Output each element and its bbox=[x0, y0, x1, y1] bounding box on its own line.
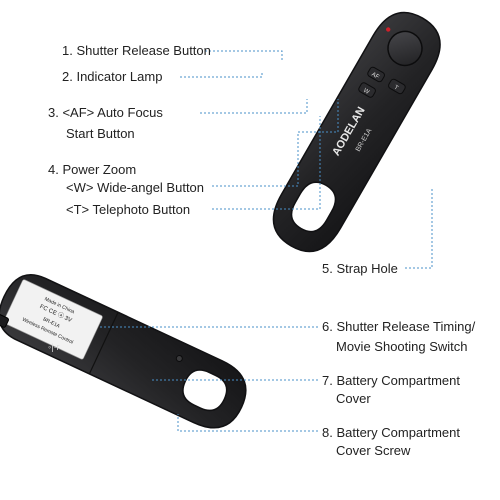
leader-1 bbox=[205, 50, 283, 62]
callout-cover-screw: 8. Battery Compartment bbox=[322, 425, 460, 440]
callout-indicator-lamp: 2. Indicator Lamp bbox=[62, 69, 163, 84]
callout-battery-cover-sub: Cover bbox=[336, 391, 371, 406]
switch-mark-text: ◦|·r bbox=[48, 342, 60, 352]
remote-front-body bbox=[272, 11, 441, 253]
callout-battery-cover: 7. Battery Compartment bbox=[322, 373, 460, 388]
wide-angle-button-label: W bbox=[362, 88, 370, 96]
af-button[interactable]: AF bbox=[367, 66, 386, 83]
shutter-timing-switch[interactable] bbox=[0, 313, 9, 328]
leader-2 bbox=[180, 72, 263, 78]
callout-tele-button: <T> Telephoto Button bbox=[66, 202, 191, 217]
shutter-release-button[interactable] bbox=[382, 25, 428, 71]
leader-5 bbox=[405, 188, 433, 269]
callout-af-sub: Start Button bbox=[66, 126, 135, 141]
remote-front: AF T W AODELAN BR-E1A bbox=[272, 11, 441, 253]
indicator-lamp bbox=[386, 27, 391, 32]
leader-8 bbox=[177, 414, 318, 432]
callout-cover-screw-sub: Cover Screw bbox=[336, 443, 411, 458]
battery-cover-seam bbox=[88, 312, 119, 375]
leader-4-t bbox=[212, 116, 321, 210]
callout-wide-button: <W> Wide-angel Button bbox=[66, 180, 205, 195]
callout-switch-title: 6. Shutter Release Timing/ bbox=[322, 319, 476, 334]
leader-4-w bbox=[212, 99, 339, 187]
callout-power-zoom: 4. Power Zoom bbox=[48, 162, 137, 177]
wide-angle-button[interactable]: W bbox=[358, 82, 377, 99]
remote-back: Wireless Remote Control BR-E1A FC CE ⓐ 3… bbox=[0, 274, 247, 429]
callout-af-title: 3. <AF> Auto Focus bbox=[48, 105, 163, 120]
battery-cover-screw bbox=[175, 354, 183, 362]
leader-lines bbox=[100, 50, 433, 432]
callout-strap-hole: 5. Strap Hole bbox=[322, 261, 398, 276]
leader-3 bbox=[200, 99, 308, 114]
telephoto-button[interactable]: T bbox=[387, 78, 406, 95]
af-button-label: AF bbox=[370, 72, 380, 81]
rating-label: Wireless Remote Control BR-E1A FC CE ⓐ 3… bbox=[3, 279, 103, 360]
callout-switch-sub: Movie Shooting Switch bbox=[336, 339, 468, 354]
telephoto-button-label: T bbox=[393, 85, 399, 92]
callout-shutter-release: 1. Shutter Release Button bbox=[62, 43, 211, 58]
